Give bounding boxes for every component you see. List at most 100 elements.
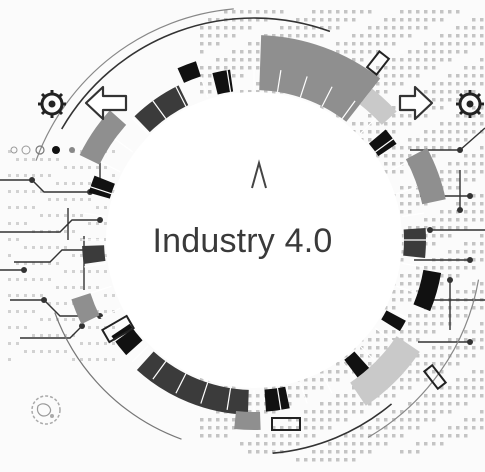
halftone-dot (480, 234, 484, 238)
halftone-dot (480, 386, 484, 390)
halftone-dot (256, 50, 260, 54)
halftone-dot (448, 98, 452, 102)
ring-tick (175, 373, 187, 394)
halftone-dot (32, 190, 35, 193)
halftone-dot (32, 206, 35, 209)
halftone-dot (80, 214, 83, 217)
halftone-dot (8, 342, 11, 345)
halftone-dot (280, 442, 284, 446)
halftone-dot (296, 442, 300, 446)
halftone-dot (432, 442, 436, 446)
halftone-dot (408, 322, 412, 326)
ring-tick (299, 382, 308, 404)
halftone-dot (88, 166, 91, 169)
halftone-dot (16, 158, 19, 161)
halftone-dot (312, 458, 316, 462)
halftone-dot (264, 10, 268, 14)
halftone-dot (464, 154, 468, 158)
halftone-dot (408, 74, 412, 78)
halftone-dot (400, 426, 404, 430)
halftone-dot (16, 238, 19, 241)
halftone-dot (440, 130, 444, 134)
halftone-dot (464, 402, 468, 406)
halftone-dot (208, 434, 212, 438)
halftone-dot (264, 410, 268, 414)
halftone-dot (432, 410, 436, 414)
halftone-dot (224, 426, 228, 430)
halftone-dot (408, 450, 412, 454)
halftone-dot (296, 458, 300, 462)
halftone-dot (264, 442, 268, 446)
halftone-dot (56, 158, 59, 161)
halftone-dot (424, 90, 428, 94)
halftone-dot (424, 138, 428, 142)
halftone-dot (408, 34, 412, 38)
ring-tick (321, 86, 333, 107)
halftone-dot (376, 354, 380, 358)
page-title: Industry 4.0 (152, 222, 333, 260)
halftone-dot (392, 146, 396, 150)
halftone-dot (432, 330, 436, 334)
halftone-dot (440, 82, 444, 86)
halftone-dot (64, 270, 67, 273)
halftone-dot (456, 314, 460, 318)
halftone-dot (24, 246, 27, 249)
halftone-dot (424, 266, 428, 270)
halftone-dot (456, 378, 460, 382)
halftone-dot (352, 442, 356, 446)
ring-tick (100, 161, 121, 173)
halftone-dot (48, 198, 51, 201)
halftone-dot (296, 418, 300, 422)
halftone-dot (448, 90, 452, 94)
halftone-dot (264, 450, 268, 454)
halftone-dot (64, 246, 67, 249)
halftone-dot (408, 298, 412, 302)
halftone-dot (448, 10, 452, 14)
ring-tick (402, 262, 424, 268)
halftone-dot (464, 378, 468, 382)
halftone-dot (464, 202, 468, 206)
halftone-dot (400, 114, 404, 118)
halftone-dot (352, 402, 356, 406)
halftone-dot (32, 262, 35, 265)
halftone-dot (480, 26, 484, 30)
halftone-dot (408, 154, 412, 158)
halftone-dot (480, 394, 484, 398)
halftone-dot (440, 58, 444, 62)
halftone-dot (392, 122, 396, 126)
halftone-dot (400, 258, 404, 262)
halftone-dot (456, 290, 460, 294)
halftone-dot (40, 214, 43, 217)
halftone-dot (272, 410, 276, 414)
halftone-dot (480, 210, 484, 214)
halftone-dot (480, 154, 484, 158)
halftone-dot (352, 18, 356, 22)
halftone-dot (416, 362, 420, 366)
halftone-dot (456, 90, 460, 94)
halftone-dot (40, 294, 43, 297)
halftone-dot (16, 294, 19, 297)
halftone-dot (400, 210, 404, 214)
halftone-dot (368, 362, 372, 366)
halftone-dot (304, 34, 308, 38)
halftone-dot (384, 418, 388, 422)
halftone-dot (256, 450, 260, 454)
halftone-dot (392, 394, 396, 398)
halftone-dot (8, 206, 11, 209)
halftone-dot (224, 34, 228, 38)
halftone-dot (360, 442, 364, 446)
halftone-dot (376, 434, 380, 438)
halftone-dot (432, 18, 436, 22)
halftone-dot (480, 122, 484, 126)
halftone-dot (272, 434, 276, 438)
halftone-dot (336, 370, 340, 374)
halftone-dot (56, 302, 59, 305)
halftone-dot (40, 246, 43, 249)
halftone-dot (8, 174, 11, 177)
halftone-dot (392, 434, 396, 438)
halftone-dot (464, 330, 468, 334)
halftone-dot (472, 170, 476, 174)
ring-tick (387, 161, 408, 173)
halftone-dot (400, 434, 404, 438)
